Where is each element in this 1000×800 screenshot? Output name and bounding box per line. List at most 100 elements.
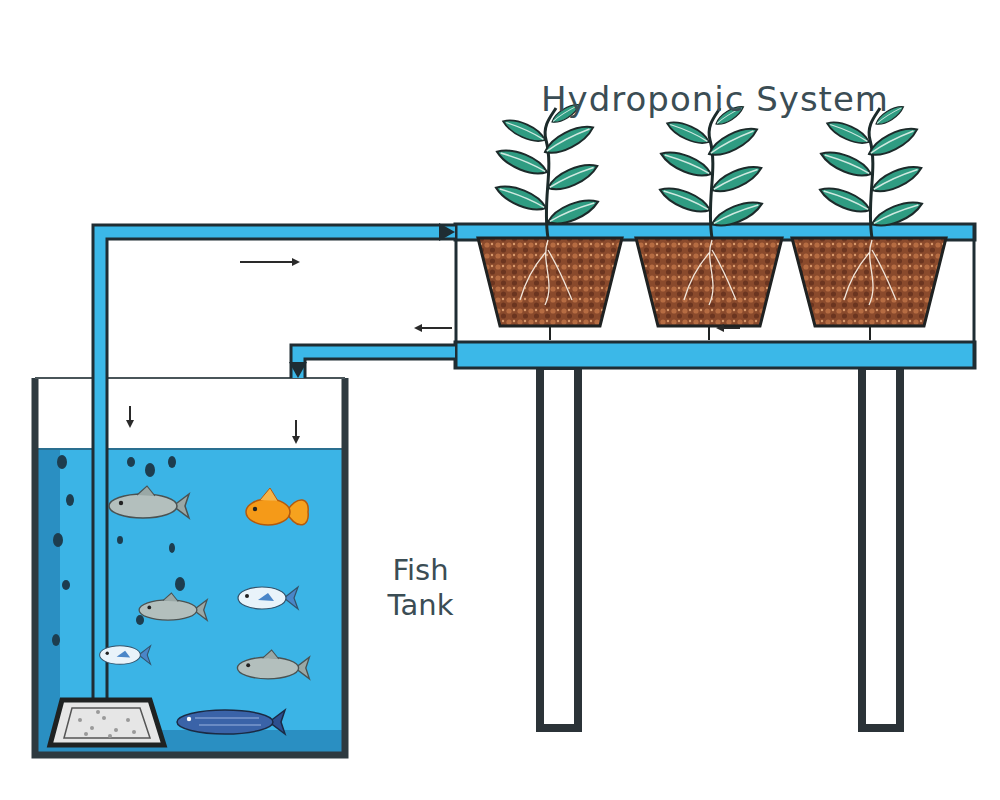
air-bubbles [53,533,63,547]
fish [253,507,257,511]
plants [493,101,601,238]
grow-bed-node: Hydroponic System [455,75,975,372]
flow-arrows [129,406,131,426]
fish-tank [35,448,345,450]
air-bubbles [57,455,67,469]
fish [139,593,207,620]
plants [817,183,873,216]
flow-arrows [130,262,740,442]
air-bubbles [127,457,135,467]
plants [865,123,921,160]
pump [126,718,130,722]
grow-pots [549,326,551,340]
air-bubbles [169,543,175,553]
pump [90,726,94,730]
flow-arrows [240,261,298,263]
fish [246,488,308,525]
flow-arrows [718,327,740,329]
fish-tank [38,448,342,752]
node-label: Fish Tank [373,553,468,623]
air-bubbles [66,494,74,506]
fish [238,587,298,609]
water-pipe [100,223,455,378]
plants [545,195,601,228]
flow-arrows [295,420,297,442]
air-bubbles [145,463,155,477]
plants [817,103,925,238]
plants [493,181,549,214]
pump [108,734,112,738]
pump [96,710,100,714]
plants [658,147,714,180]
fish [237,650,309,679]
pump [50,700,164,745]
fish [246,499,290,525]
pump [84,732,88,736]
grow-bed-frame [540,366,578,728]
grow-pots [684,240,736,305]
pipe-fill [100,232,455,378]
air-bubbles [52,634,60,646]
fish-tank [35,378,345,755]
grow-pots [792,238,946,326]
pipe-outline [298,352,455,378]
flow-arrows [416,327,452,329]
grow-bed-frame [455,342,975,368]
air-bubbles [117,536,123,544]
plants [541,121,597,158]
pump [102,716,106,720]
fish-tank-node: Fish Tank [35,378,470,755]
fish [100,486,310,734]
fish-tank [35,378,345,755]
plants [657,103,765,238]
plants [657,183,713,216]
arrow-head [439,223,455,241]
pump [114,728,118,732]
plants [818,147,874,180]
grow-pots [478,238,946,340]
grow-pots [520,240,896,305]
air-bubbles [175,577,185,591]
fish-tank [38,448,60,752]
arrow-head [289,362,307,378]
plants [709,162,765,197]
air-bubbles [168,456,176,468]
fish [187,717,191,721]
plants [545,160,601,195]
grow-pots [478,238,622,326]
air-bubbles [136,615,144,625]
pump [78,718,82,722]
grow-pots [550,326,870,340]
air-bubbles [62,580,70,590]
grow-pots [636,238,782,326]
pipe-fill [298,352,455,378]
fish [260,488,278,501]
pump [64,708,150,738]
pipe-outline [100,232,455,378]
plants [869,162,925,197]
grow-pots [520,240,572,305]
fish [100,646,151,665]
fish [177,710,285,734]
plants [664,118,712,148]
grow-pots [708,326,710,340]
grow-pots [844,240,896,305]
grow-bed-frame [862,366,900,728]
fish [195,718,261,725]
plants [705,123,761,160]
pump [132,730,136,734]
pump [78,710,136,738]
plants [494,145,550,178]
plants [869,197,925,230]
pump [50,378,164,745]
plants [824,118,872,148]
node-label: Hydroponic System [455,79,975,120]
plants [500,116,548,146]
plants [493,101,925,238]
water-pipe [289,352,455,378]
grow-pots [869,326,871,340]
grow-bed-frame [455,224,975,728]
fish [177,710,273,734]
